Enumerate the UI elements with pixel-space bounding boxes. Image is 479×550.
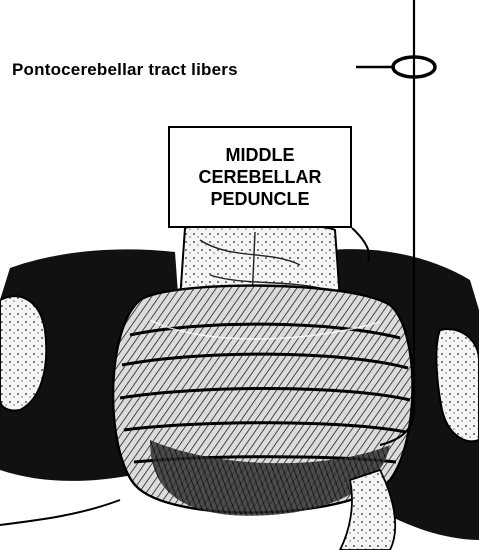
middle-cerebellar-peduncle-label: MIDDLE CEREBELLAR PEDUNCLE <box>168 126 352 228</box>
pontocerebellar-tract-label: Pontocerebellar tract libers <box>12 60 238 80</box>
peduncle-label-line-1: MIDDLE <box>226 144 295 166</box>
peduncle-label-line-3: PEDUNCLE <box>210 188 309 210</box>
peduncle-label-line-2: CEREBELLAR <box>198 166 321 188</box>
